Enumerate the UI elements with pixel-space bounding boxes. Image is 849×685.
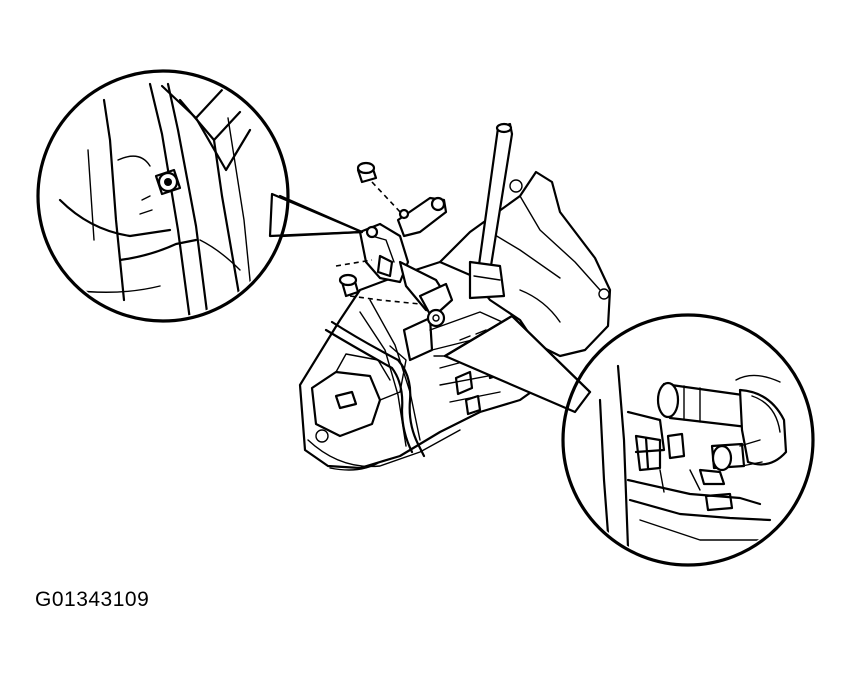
shift-lever [468, 122, 514, 300]
detail-callout-right [443, 313, 815, 567]
shift-linkage [335, 161, 454, 328]
transmission-case [298, 170, 612, 471]
figure-id-label: G01343109 [35, 588, 150, 611]
detail-callout-left [36, 69, 364, 323]
